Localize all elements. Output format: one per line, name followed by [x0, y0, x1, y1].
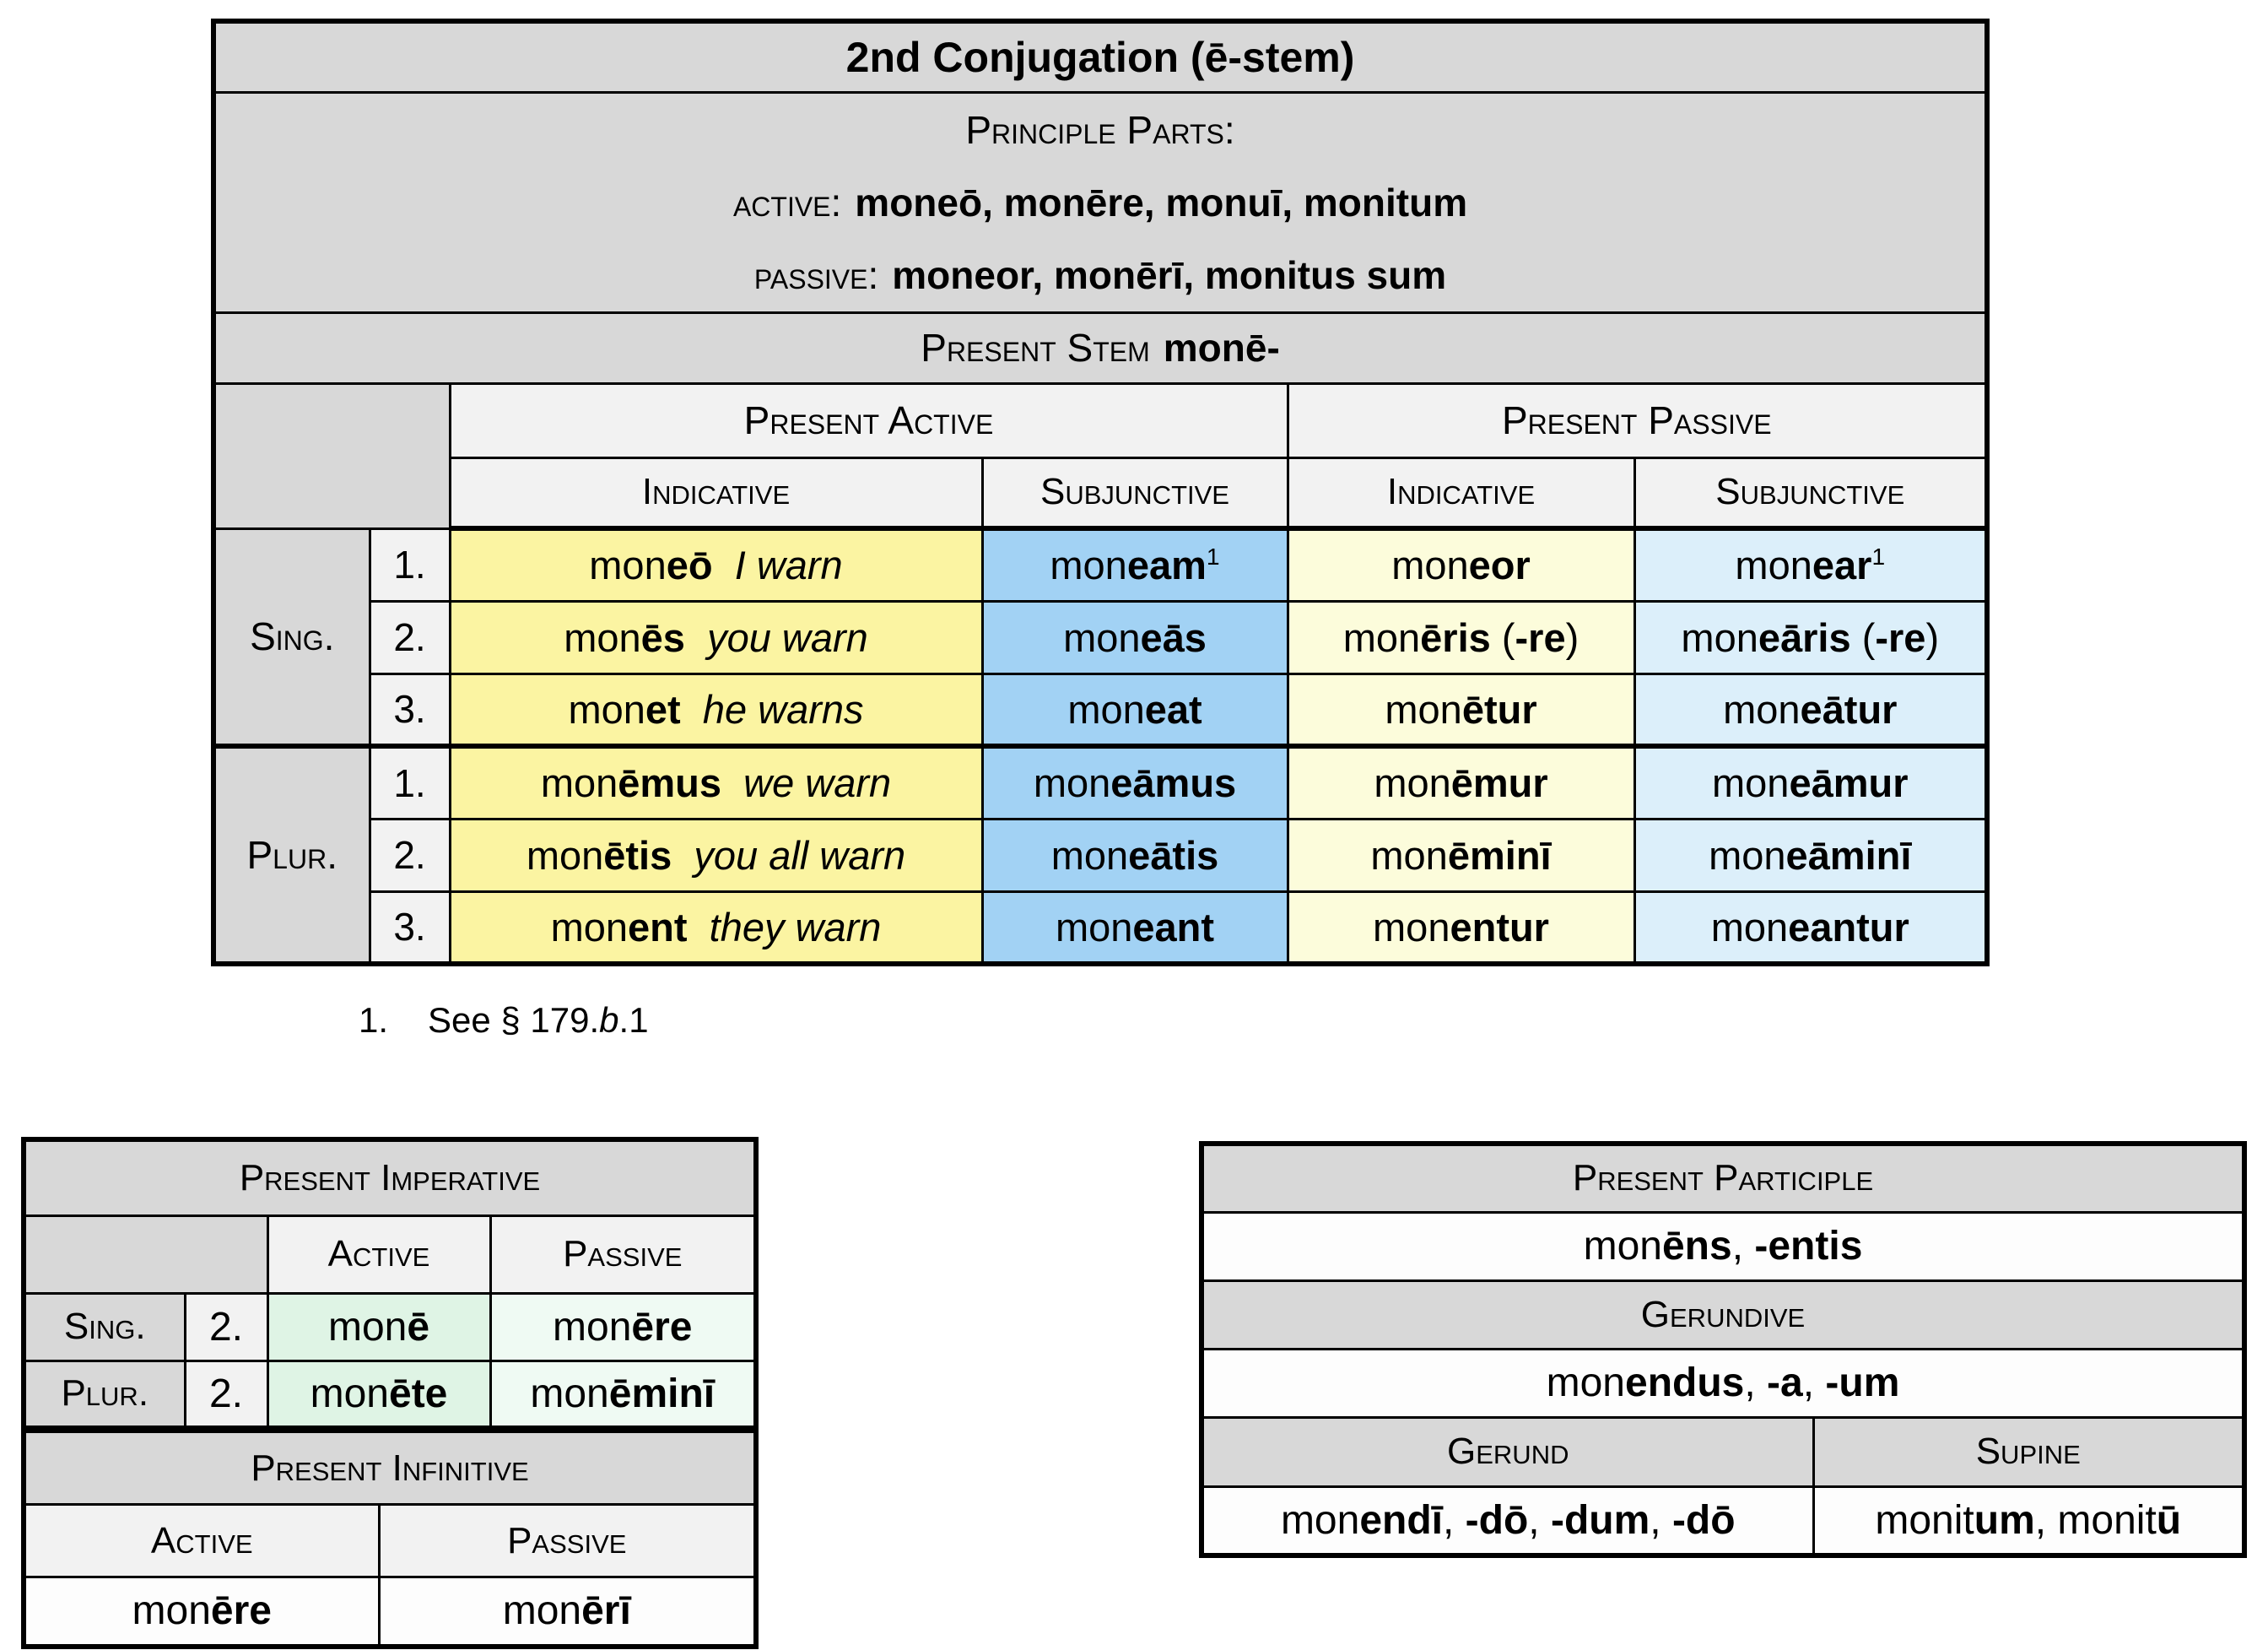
passive-subjunctive-header: Subjunctive: [1633, 456, 1989, 531]
present-active-header: Present Active: [448, 381, 1289, 459]
passive-principal-parts: moneor, monērī, monitus sum: [892, 252, 1447, 297]
table-row: 3. monent they warn moneant monentur mon…: [213, 890, 1989, 966]
form-active-indicative: monent they warn: [448, 890, 984, 966]
imperative-infinitive-section: Present Imperative Active Passive Sing. …: [21, 1137, 759, 1649]
table-row: monendī, -dō, -dum, -dō monitum, monitū: [1200, 1485, 2246, 1557]
main-conjugation-table: 2nd Conjugation (ē-stem) Principle Parts…: [211, 19, 1990, 966]
infinitive-active-form: monēre: [22, 1576, 381, 1647]
present-infinitive-title: Present Infinitive: [22, 1431, 758, 1506]
present-stem-cell: Present Stem monē-: [212, 311, 1989, 385]
gerundive-form: monendus, -a, -um: [1200, 1347, 2246, 1419]
imperative-passive-form: monēminī: [489, 1359, 758, 1430]
table-row: monēre monērī: [22, 1576, 758, 1647]
form-passive-subjunctive: moneāminī: [1633, 817, 1989, 893]
form-passive-indicative: monentur: [1286, 890, 1636, 966]
active-indicative-header: Indicative: [448, 456, 984, 531]
form-active-subjunctive: moneam1: [980, 527, 1289, 603]
active-label: active:: [732, 180, 842, 225]
table-row: Plur. 2. monēte monēminī: [22, 1359, 758, 1430]
passive-label: passive:: [753, 252, 879, 297]
form-passive-indicative: monētur: [1286, 672, 1636, 748]
table-row: Sing. 2. monē monēre: [22, 1291, 758, 1362]
form-passive-subjunctive: monear1: [1633, 527, 1989, 603]
form-active-subjunctive: moneās: [980, 599, 1289, 675]
form-passive-indicative: monēris (-re): [1286, 599, 1636, 675]
table-row: 2. monētis you all warn moneātis monēmin…: [213, 817, 1989, 893]
present-imperative-table: Present Imperative Active Passive Sing. …: [21, 1137, 759, 1431]
table-row: 2. monēs you warn moneās monēris (-re) m…: [213, 599, 1989, 675]
form-passive-subjunctive: moneāris (-re): [1633, 599, 1989, 675]
form-active-indicative: monēmus we warn: [448, 744, 984, 820]
imperative-passive-header: Passive: [489, 1214, 758, 1295]
person-number: 3.: [368, 890, 451, 966]
gerundive-title: Gerundive: [1200, 1279, 2246, 1350]
imperative-passive-form: monēre: [489, 1291, 758, 1362]
singular-group-label: Sing.: [22, 1291, 186, 1362]
form-active-indicative: monet he warns: [448, 672, 984, 748]
person-number: 3.: [368, 672, 451, 748]
table-row: Sing. 1. moneō I warn moneam1 moneor mon…: [212, 527, 1989, 748]
table-row: Plur. 1. monēmus we warn moneāmus monēmu…: [212, 744, 1989, 966]
imperative-active-form: monēte: [266, 1359, 492, 1430]
table-row: monendus, -a, -um: [1200, 1347, 2246, 1419]
gerund-title: Gerund: [1200, 1415, 1815, 1488]
person-number: 1.: [368, 527, 451, 603]
person-number: 2.: [368, 817, 451, 893]
singular-group-label: Sing.: [212, 527, 371, 748]
present-stem-value: monē-: [1163, 326, 1280, 370]
form-passive-subjunctive: moneāmur: [1633, 744, 1989, 820]
main-conjugation-section: 2nd Conjugation (ē-stem) Principle Parts…: [211, 19, 1990, 966]
form-active-indicative: monētis you all warn: [448, 817, 984, 893]
form-active-subjunctive: moneat: [980, 672, 1289, 748]
active-subjunctive-header: Subjunctive: [980, 456, 1289, 531]
table-row: monēns, -entis: [1200, 1210, 2246, 1282]
person-number: 2.: [368, 599, 451, 675]
present-stem-label: Present Stem: [921, 326, 1150, 370]
participle-gerund-section: Present Participle monēns, -entis Gerund…: [1199, 1141, 2247, 1558]
supine-title: Supine: [1812, 1415, 2246, 1488]
corner-cell: [22, 1214, 269, 1295]
infinitive-passive-header: Passive: [377, 1503, 758, 1578]
form-passive-indicative: moneor: [1286, 527, 1636, 603]
participle-gerund-table: Present Participle monēns, -entis Gerund…: [1199, 1141, 2247, 1558]
present-infinitive-table: Present Infinitive Active Passive monēre…: [21, 1431, 759, 1649]
present-passive-header: Present Passive: [1286, 381, 1989, 459]
form-passive-subjunctive: moneātur: [1633, 672, 1989, 748]
gerund-form: monendī, -dō, -dum, -dō: [1200, 1485, 1815, 1557]
form-active-subjunctive: moneāmus: [980, 744, 1289, 820]
present-participle-title: Present Participle: [1200, 1142, 2246, 1214]
principle-parts-passive: passive: moneor, monērī, monitus sum: [216, 239, 1984, 311]
imperative-active-form: monē: [266, 1291, 492, 1362]
principle-parts-heading: Principle Parts:: [965, 107, 1235, 152]
supine-form: monitum, monitū: [1812, 1485, 2246, 1557]
principle-parts-active: active: moneō, monēre, monuī, monitum: [216, 166, 1984, 239]
imperative-active-header: Active: [266, 1214, 492, 1295]
person-number: 1.: [368, 744, 451, 820]
passive-indicative-header: Indicative: [1286, 456, 1636, 531]
infinitive-passive-form: monērī: [377, 1576, 758, 1647]
table-row: 3. monet he warns moneat monētur moneātu…: [213, 672, 1989, 748]
form-active-indicative: monēs you warn: [448, 599, 984, 675]
person-number: 2.: [183, 1359, 269, 1430]
principle-parts-cell: Principle Parts: active: moneō, monēre, m…: [212, 90, 1989, 314]
infinitive-active-header: Active: [22, 1503, 381, 1578]
page-title: 2nd Conjugation (ē-stem): [212, 19, 1989, 94]
footnote-text: See § 179.b.1: [428, 1000, 649, 1040]
plural-group-label: Plur.: [212, 744, 371, 966]
person-number: 2.: [183, 1291, 269, 1362]
active-principal-parts: moneō, monēre, monuī, monitum: [855, 180, 1468, 225]
form-passive-indicative: monēmur: [1286, 744, 1636, 820]
form-passive-indicative: monēminī: [1286, 817, 1636, 893]
footnote-number: 1.: [359, 1000, 389, 1040]
present-imperative-title: Present Imperative: [22, 1138, 758, 1217]
footnote: 1. See § 179.b.1: [359, 1000, 649, 1041]
form-active-subjunctive: moneant: [980, 890, 1289, 966]
present-participle-form: monēns, -entis: [1200, 1210, 2246, 1282]
form-active-subjunctive: moneātis: [980, 817, 1289, 893]
plural-group-label: Plur.: [22, 1359, 186, 1430]
corner-cell: [212, 381, 451, 530]
form-passive-subjunctive: moneantur: [1633, 890, 1989, 966]
form-active-indicative: moneō I warn: [448, 527, 984, 603]
